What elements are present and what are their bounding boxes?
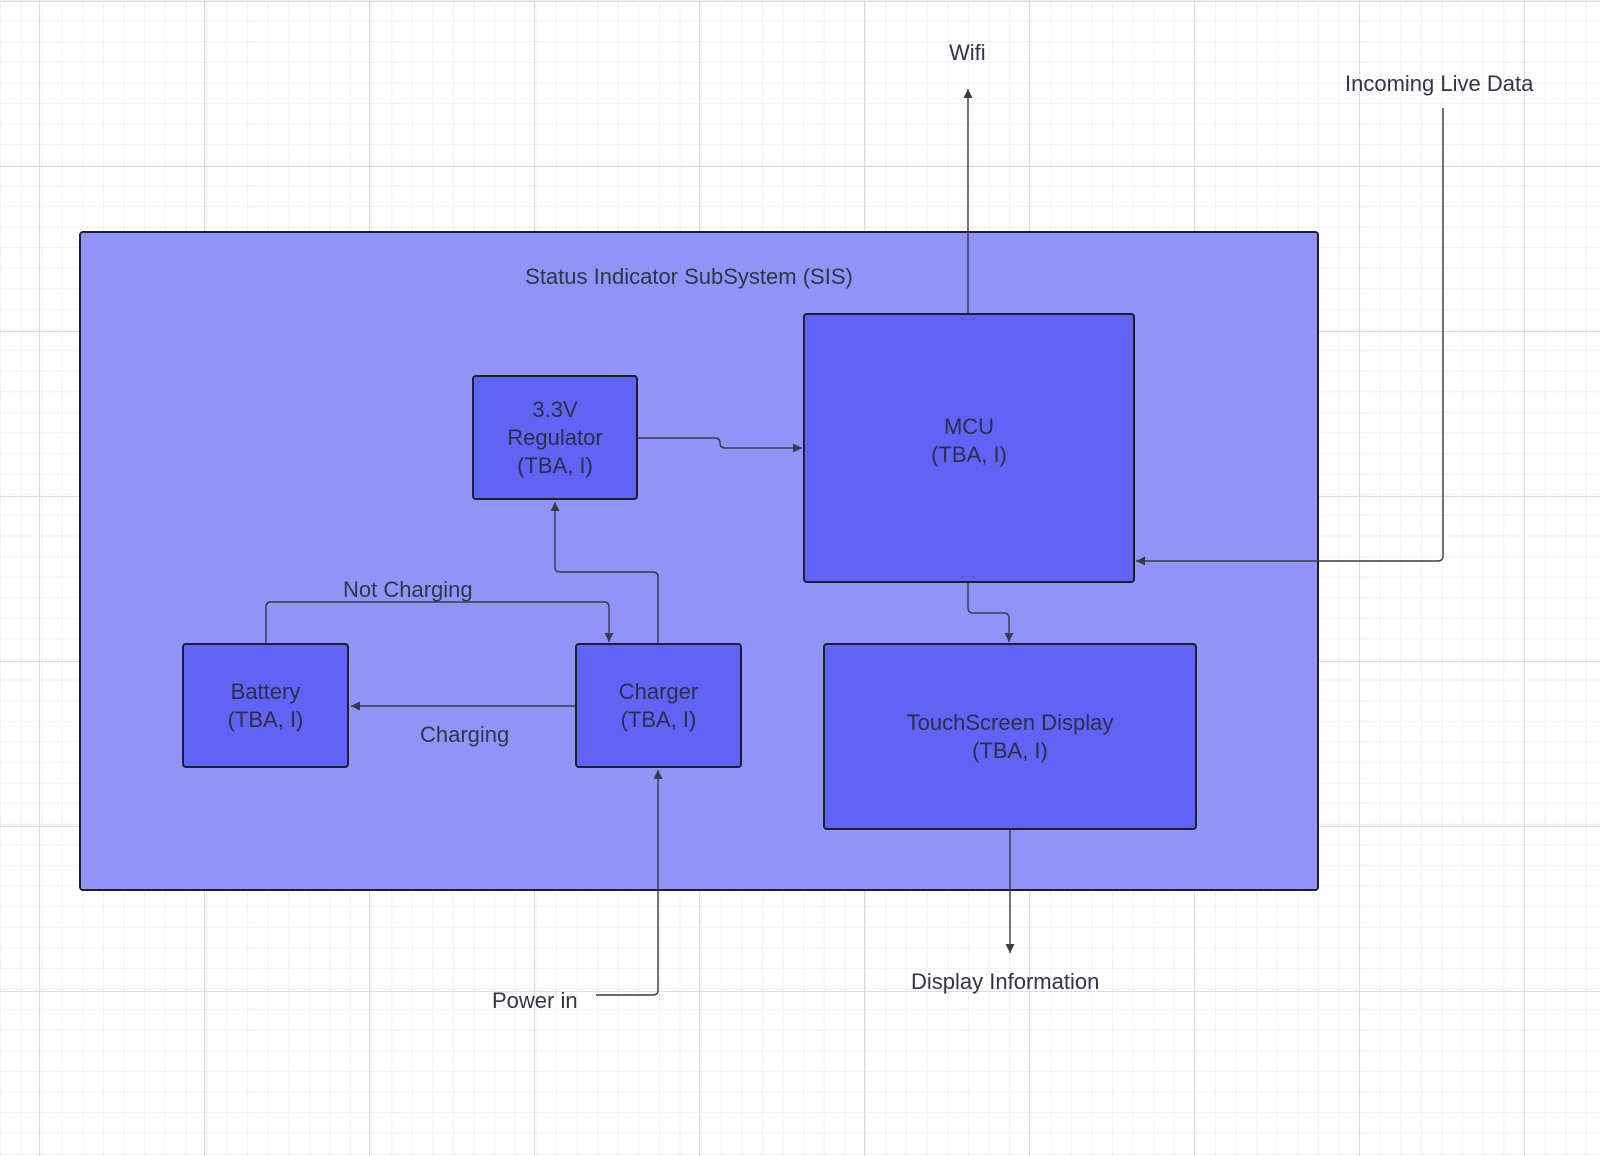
regulator-line-2: Regulator (507, 424, 603, 450)
battery-line-1: Battery (230, 678, 301, 704)
display-line-1: TouchScreen Display (906, 709, 1114, 735)
mcu-line-1: MCU (943, 414, 995, 439)
charger-block[interactable]: Charger (TBA, I) (575, 643, 742, 768)
not-charging-label: Not Charging (343, 577, 473, 602)
display-information-label: Display Information (911, 969, 1100, 994)
touchscreen-display-block[interactable]: TouchScreen Display (TBA, I) (823, 643, 1197, 830)
charger-to-regulator-connector (550, 502, 659, 643)
charger-line-1: Charger (618, 678, 699, 704)
incoming-data-connector (1136, 108, 1444, 566)
mcu-block[interactable]: MCU (TBA, I) (803, 313, 1135, 583)
regulator-line-3: (TBA, I) (517, 452, 593, 478)
charging-label: Charging (420, 722, 510, 747)
incoming-live-data-label: Incoming Live Data (1345, 71, 1534, 96)
mcu-line-2: (TBA, I) (931, 442, 1007, 467)
battery-line-2: (TBA, I) (227, 706, 304, 732)
regulator-line-1: 3.3V (532, 396, 578, 422)
battery-block[interactable]: Battery (TBA, I) (182, 643, 349, 768)
subsystem-title: Status Indicator SubSystem (SIS) (525, 264, 853, 289)
wifi-label: Wifi (949, 40, 986, 65)
power-in-connector (596, 770, 663, 996)
regulator-block[interactable]: 3.3V Regulator (TBA, I) (472, 375, 638, 500)
not-charging-connector (265, 601, 614, 643)
charger-line-2: (TBA, I) (620, 706, 697, 732)
regulator-to-mcu-connector (638, 437, 802, 453)
power-in-label: Power in (492, 988, 578, 1013)
display-line-2: (TBA, I) (972, 737, 1048, 763)
mcu-to-display-connector (967, 583, 1014, 642)
